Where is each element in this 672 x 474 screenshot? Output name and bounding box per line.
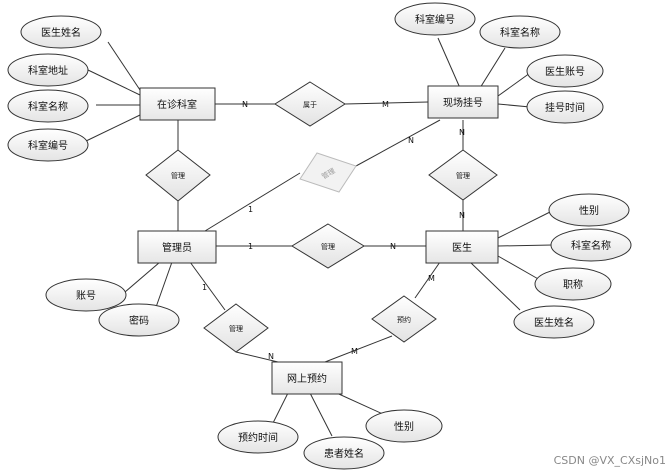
svg-text:管理: 管理 (229, 324, 243, 333)
svg-text:科室名称: 科室名称 (571, 239, 611, 252)
card-guahao-guanli: N (459, 128, 465, 137)
card-admin-guanli: 1 (248, 242, 253, 251)
relationship-guanli-top-left: 管理 (145, 149, 211, 202)
attribute-guahao-yisheng-zhanghao: 医生账号 (526, 54, 604, 88)
svg-text:医生: 医生 (452, 241, 472, 254)
svg-text:医生账号: 医生账号 (545, 65, 585, 78)
svg-text:职称: 职称 (563, 278, 583, 291)
svg-text:患者姓名: 患者姓名 (324, 447, 364, 460)
svg-text:账号: 账号 (76, 290, 96, 302)
svg-text:预约: 预约 (397, 315, 411, 324)
attribute-yuyue-shijian: 预约时间 (217, 420, 299, 454)
attribute-keshi-mingcheng: 科室名称 (7, 89, 89, 123)
svg-text:在诊科室: 在诊科室 (157, 98, 197, 111)
attribute-guahao-keshi-mingcheng: 科室名称 (479, 15, 561, 49)
svg-text:医生姓名: 医生姓名 (534, 316, 574, 329)
relationship-guanli-right: 管理 (428, 149, 498, 201)
svg-text:管理员: 管理员 (162, 241, 192, 254)
attribute-yisheng-zhicheng: 职称 (534, 267, 612, 301)
relationship-guanli-center: 管理 (291, 223, 365, 269)
attribute-yuyue-xingbie: 性别 (365, 409, 443, 443)
svg-text:科室名称: 科室名称 (500, 26, 540, 39)
entity-guanliyuan: 管理员 (137, 230, 217, 264)
svg-text:科室编号: 科室编号 (415, 13, 455, 26)
svg-text:管理: 管理 (171, 171, 185, 180)
svg-text:性别: 性别 (394, 420, 414, 433)
attribute-yisheng-keshi-mingcheng: 科室名称 (550, 228, 632, 262)
card-keshi-shuyu: N (242, 100, 248, 109)
svg-text:医生姓名: 医生姓名 (41, 26, 81, 39)
card-guanli-yisheng-top: N (459, 211, 465, 220)
card-guanli-wangshang: N (268, 352, 274, 361)
svg-text:挂号时间: 挂号时间 (545, 101, 585, 114)
attribute-guanli-mima: 密码 (98, 303, 180, 337)
attribute-keshi-yisheng-xingming: 医生姓名 (20, 15, 102, 49)
svg-text:科室编号: 科室编号 (28, 139, 68, 152)
svg-text:密码: 密码 (129, 314, 149, 327)
cardinality-labels: N M N 1 N N 1 N 1 N M M (202, 100, 465, 361)
attribute-yisheng-xingming: 医生姓名 (513, 305, 595, 339)
attribute-yuyue-huanzhe-xingming: 患者姓名 (303, 436, 385, 470)
relationship-shuyu: 属于 (274, 81, 346, 127)
watermark: CSDN @VX_CXsjNo1 (554, 454, 666, 467)
svg-text:管理: 管理 (456, 171, 470, 180)
svg-text:属于: 属于 (303, 101, 317, 109)
entity-xianchang-guahao: 现场挂号 (427, 85, 499, 119)
card-shuyu-guahao: M (382, 100, 389, 109)
svg-text:现场挂号: 现场挂号 (443, 96, 483, 109)
card-yuyue-yisheng: M (428, 274, 435, 283)
entity-yisheng: 医生 (425, 230, 499, 264)
attribute-guahao-shijian: 挂号时间 (526, 90, 604, 124)
relationship-yuyue: 预约 (371, 295, 437, 343)
svg-text:网上预约: 网上预约 (287, 372, 327, 385)
attribute-keshi-bianhao: 科室编号 (7, 128, 89, 162)
card-admin-bottom: 1 (202, 283, 207, 292)
attribute-yisheng-xingbie: 性别 (548, 193, 630, 227)
relationship-guanli-bottom-left: 管理 (203, 303, 269, 353)
attribute-guahao-keshi-bianhao: 科室编号 (394, 2, 476, 36)
entity-zaizhen-keshi: 在诊科室 (139, 87, 216, 121)
svg-text:管理: 管理 (321, 242, 335, 251)
attribute-keshi-dizhi: 科室地址 (7, 53, 89, 87)
entity-wangshang-yuyue: 网上预约 (271, 361, 343, 395)
card-guanli-yisheng: N (390, 242, 396, 251)
svg-text:性别: 性别 (579, 204, 599, 217)
connector-lines (83, 37, 553, 437)
card-wangshang-yuyue: M (351, 347, 358, 356)
relationship-guanli-faint: 管理 (299, 152, 357, 193)
card-guahao-faint: N (408, 136, 414, 145)
svg-text:科室地址: 科室地址 (28, 64, 68, 77)
attribute-guanli-zhanghao: 账号 (45, 278, 127, 312)
card-faint-admin: 1 (248, 205, 253, 214)
svg-text:科室名称: 科室名称 (28, 100, 68, 113)
svg-text:预约时间: 预约时间 (238, 431, 278, 444)
